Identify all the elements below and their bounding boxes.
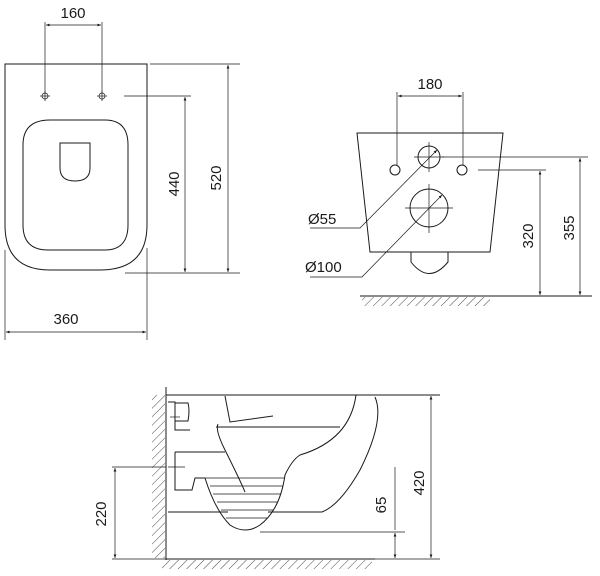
bolt-hole-right [456, 164, 468, 176]
dim-label-outlet-diameter: Ø100 [305, 259, 342, 276]
dim-label-65: 65 [373, 497, 390, 514]
inlet-connection [168, 401, 190, 431]
water-lines [205, 477, 285, 519]
dim-label-420: 420 [411, 470, 428, 495]
inlet-hole [414, 142, 444, 172]
outlet-connection [174, 451, 225, 491]
dim-label-160: 160 [60, 5, 85, 22]
bowl-rim-inner [204, 394, 357, 531]
top-view: 160 520 440 360 [4, 5, 240, 340]
rear-view: 180 355 320 Ø55 Ø100 [305, 76, 592, 306]
wall-hatch [152, 395, 165, 558]
bolt-hole-left [389, 164, 401, 176]
dim-label-inlet-diameter: Ø55 [308, 211, 336, 228]
leader-outlet [310, 194, 443, 278]
dim-label-220: 220 [93, 501, 110, 526]
top-view-outline [4, 63, 148, 271]
lid-cutout [59, 142, 91, 182]
dim-label-320: 320 [520, 223, 537, 248]
seat-outline [22, 119, 129, 251]
side-view: 220 65 420 [93, 387, 440, 569]
floor-hatch [162, 560, 372, 569]
dim-label-440: 440 [166, 171, 183, 196]
bowl-outer [268, 396, 379, 513]
leader-inlet [310, 149, 438, 229]
drain-outlet [410, 252, 449, 274]
dim-label-520: 520 [208, 165, 225, 190]
floor-hatch [362, 297, 490, 306]
rear-view-outline [356, 132, 504, 253]
dim-label-180: 180 [417, 76, 442, 93]
dim-label-360: 360 [53, 311, 78, 328]
dim-label-355: 355 [561, 215, 578, 240]
